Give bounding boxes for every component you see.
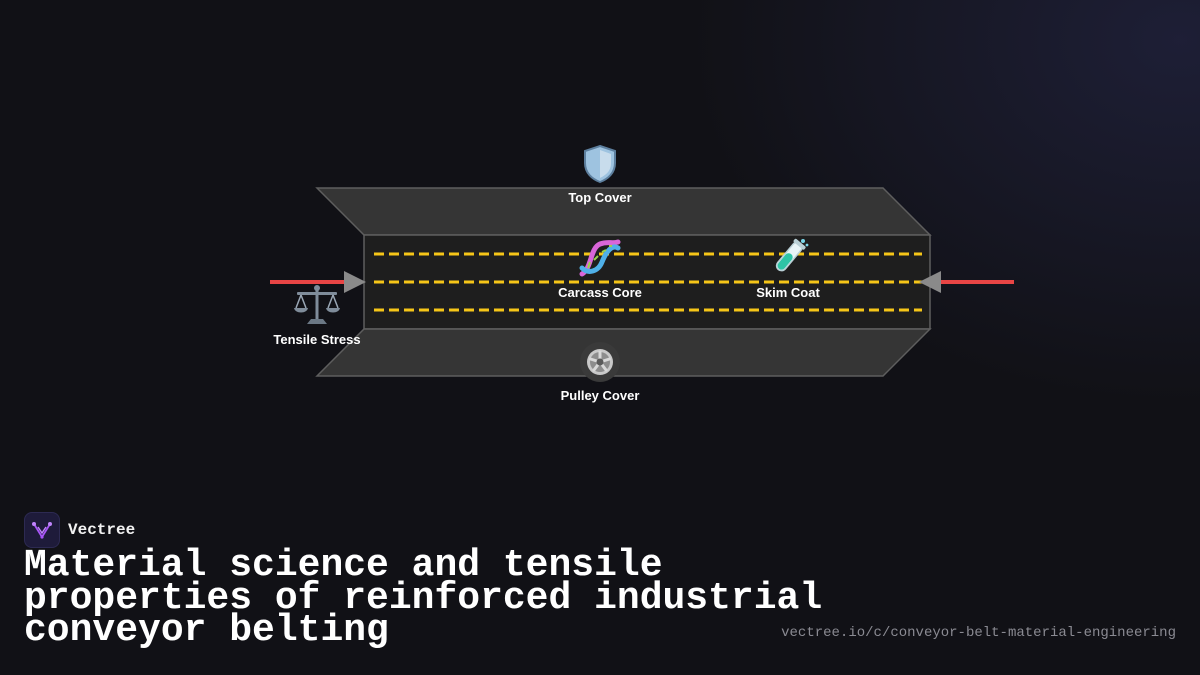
left-arrowhead <box>344 271 366 293</box>
top-cover-label: Top Cover <box>568 190 632 205</box>
wheel-icon <box>579 341 621 387</box>
right-arrowhead <box>919 271 941 293</box>
carcass-core-label: Carcass Core <box>558 285 642 300</box>
pulley-cover-label: Pulley Cover <box>560 388 640 403</box>
brand-name: Vectree <box>68 521 136 539</box>
shield-icon <box>582 144 618 188</box>
dna-icon <box>578 238 622 282</box>
skim-coat-label: Skim Coat <box>756 285 820 300</box>
page-title: Material science and tensile properties … <box>24 544 823 652</box>
balance-scale-icon <box>293 284 341 330</box>
pulley-cover-layer <box>315 328 932 377</box>
vectree-logo-icon <box>24 512 60 548</box>
tensile-stress-label: Tensile Stress <box>273 332 361 347</box>
brand: Vectree <box>24 512 135 548</box>
test-tube-icon <box>766 238 810 282</box>
page-url[interactable]: vectree.io/c/conveyor-belt-material-engi… <box>781 625 1176 641</box>
